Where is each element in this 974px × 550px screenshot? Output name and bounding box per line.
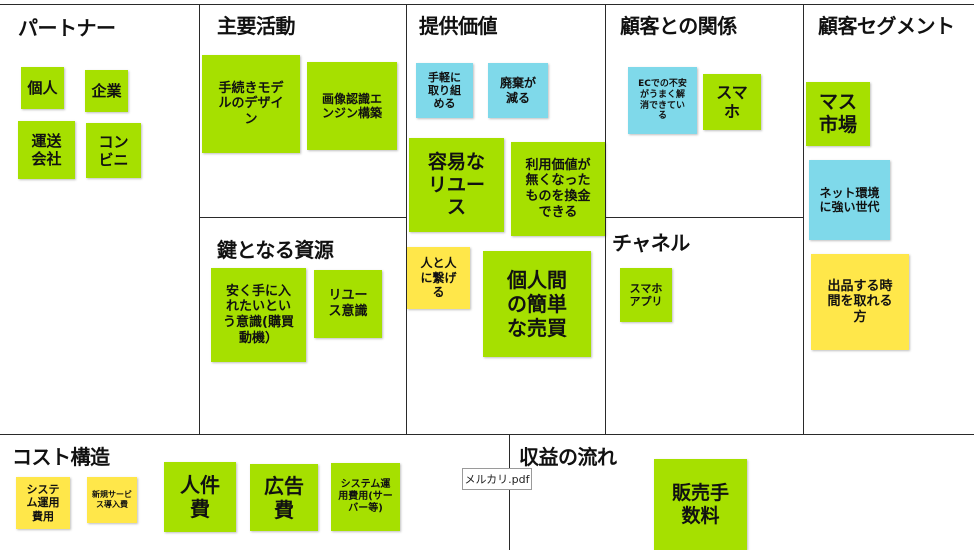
note-shinki[interactable]: 新規サービ ス導入費 — [87, 477, 137, 523]
divider-value — [605, 4, 606, 434]
header-relationships: 顧客との関係 — [620, 14, 737, 38]
divider-activities-resources — [199, 217, 406, 218]
note-kojinkan[interactable]: 個人間 の簡単 な売買 — [483, 251, 591, 357]
header-segments: 顧客セグメント — [818, 14, 955, 38]
header-channels: チャネル — [612, 231, 690, 255]
header-resources: 鍵となる資源 — [217, 238, 334, 262]
note-hanbai[interactable]: 販売手 数料 — [654, 459, 747, 550]
note-shuppin[interactable]: 出品する時 間を取れる 方 — [811, 254, 909, 350]
note-riyou[interactable]: 利用価値が 無くなった ものを換金 できる — [511, 142, 605, 236]
note-kigyou[interactable]: 企業 — [85, 70, 128, 112]
header-activities: 主要活動 — [217, 14, 296, 38]
note-tetsuzuki[interactable]: 手続きモデ ルのデザイ ン — [202, 55, 300, 153]
header-partners: パートナー — [18, 16, 116, 40]
note-tegaru[interactable]: 手軽に 取り組 める — [416, 63, 473, 118]
note-masu[interactable]: マス 市場 — [806, 82, 870, 146]
note-app[interactable]: スマホ アプリ — [620, 268, 672, 322]
note-net[interactable]: ネット環境 に強い世代 — [809, 160, 890, 240]
note-unsou[interactable]: 運送 会社 — [18, 121, 75, 179]
note-koukoku[interactable]: 広告 費 — [250, 464, 318, 531]
file-name-label: メルカリ.pdf — [464, 473, 530, 486]
note-reuse-ishiki[interactable]: リユー ス意識 — [314, 270, 382, 338]
note-gazou[interactable]: 画像認識エ ンジン構築 — [307, 62, 397, 150]
note-kojin[interactable]: 個人 — [21, 67, 64, 109]
border-top — [0, 4, 974, 5]
pdf-file-icon[interactable]: メルカリ.pdf — [462, 468, 532, 490]
note-hitotohito[interactable]: 人と人 に繋げ る — [407, 247, 470, 309]
note-konbini[interactable]: コン ビニ — [86, 123, 141, 178]
divider-bottom-section — [0, 434, 974, 435]
divider-activities — [406, 4, 407, 434]
divider-cost-revenue — [509, 434, 510, 550]
header-value: 提供価値 — [419, 14, 498, 38]
note-ec[interactable]: ECでの不安 がうまく解 消できてい る — [628, 67, 697, 134]
divider-partners — [199, 4, 200, 434]
divider-relationships — [803, 4, 804, 434]
header-cost: コスト構造 — [12, 445, 110, 469]
divider-relationships-channels — [605, 217, 803, 218]
note-jinken[interactable]: 人件 費 — [164, 462, 236, 532]
note-haiki[interactable]: 廃棄が 減る — [488, 63, 548, 118]
note-sumaho[interactable]: スマ ホ — [703, 74, 761, 130]
note-server[interactable]: システム運 用費用(サー バー等) — [331, 463, 400, 531]
note-youi[interactable]: 容易な リユー ス — [409, 138, 504, 232]
note-system-cost[interactable]: システ ム運用 費用 — [16, 477, 70, 529]
header-revenue: 収益の流れ — [519, 445, 617, 469]
note-yasuku[interactable]: 安く手に入 れたいとい う意識(購買 動機） — [211, 268, 306, 362]
